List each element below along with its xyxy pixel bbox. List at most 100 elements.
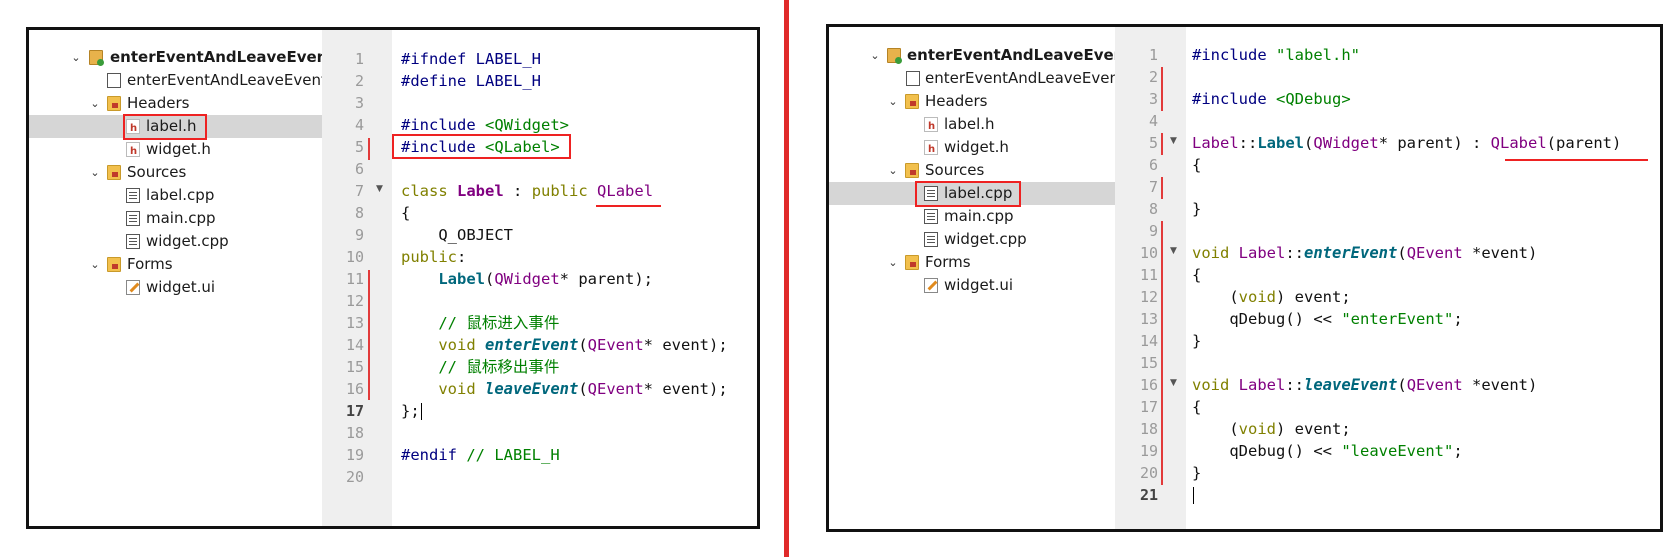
chevron-down-icon[interactable]: ⌄ xyxy=(90,97,100,110)
code-line-10: void Label::enterEvent(QEvent *event) xyxy=(1192,244,1538,262)
line-number: 4 xyxy=(1148,112,1158,130)
annotation-box-label-cpp xyxy=(915,181,1021,207)
folder-icon xyxy=(905,255,919,270)
fold-arrow-icon[interactable]: ▼ xyxy=(1170,136,1177,146)
tree-label: label.cpp xyxy=(146,186,215,204)
pro-file-icon xyxy=(906,71,920,86)
chevron-down-icon[interactable]: ⌄ xyxy=(71,51,81,64)
tree-item-sources[interactable]: ⌄ Sources xyxy=(29,161,322,184)
line-number-current: 17 xyxy=(345,402,364,420)
code-editor[interactable]: #include "label.h" #include <QDebug> Lab… xyxy=(1192,27,1660,529)
line-number: 14 xyxy=(1139,332,1158,350)
chevron-down-icon[interactable]: ⌄ xyxy=(870,49,880,62)
line-number: 1 xyxy=(1148,46,1158,64)
code-line-6: { xyxy=(1192,156,1202,174)
code-line-13: // 鼠标进入事件 xyxy=(401,314,560,332)
tree-item-headers[interactable]: ⌄ Headers xyxy=(829,90,1115,113)
project-icon xyxy=(89,50,104,66)
code-line-5: #include <QLabel> xyxy=(401,138,560,156)
tree-item-headers[interactable]: ⌄ Headers xyxy=(29,92,322,115)
tree-label: enterEventAndLeaveEvent xyxy=(110,48,322,66)
tree-label: Forms xyxy=(925,253,971,271)
code-line-17: }; xyxy=(401,402,422,420)
code-line-1: #ifndef LABEL_H xyxy=(401,50,541,68)
code-line-12: (void) event; xyxy=(1229,288,1351,306)
annotation-underline-qlabel xyxy=(596,205,661,207)
code-line-7: class Label : public QLabel xyxy=(401,182,654,200)
line-number: 7 xyxy=(1148,178,1158,196)
cpp-file-icon xyxy=(126,211,140,226)
tree-item-forms[interactable]: ⌄ Forms xyxy=(829,251,1115,274)
header-file-icon xyxy=(924,115,938,136)
ui-file-icon xyxy=(126,280,140,295)
chevron-down-icon[interactable]: ⌄ xyxy=(90,258,100,271)
code-line-16: void leaveEvent(QEvent* event); xyxy=(438,380,728,398)
annotation-box-label-h xyxy=(123,114,207,140)
tree-item-pro-file[interactable]: enterEventAndLeaveEvent xyxy=(29,69,322,92)
chevron-down-icon[interactable]: ⌄ xyxy=(90,166,100,179)
tree-item-project[interactable]: ⌄ enterEventAndLeaveEvent xyxy=(829,44,1115,67)
line-number: 20 xyxy=(345,468,364,486)
tree-item-widget-ui[interactable]: widget.ui xyxy=(829,274,1115,297)
tree-item-main-cpp[interactable]: main.cpp xyxy=(29,207,322,230)
chevron-down-icon[interactable]: ⌄ xyxy=(888,164,898,177)
tree-label: Sources xyxy=(925,161,985,179)
line-number: 8 xyxy=(1148,200,1158,218)
chevron-down-icon[interactable]: ⌄ xyxy=(888,256,898,269)
change-marker xyxy=(368,270,370,400)
line-number: 6 xyxy=(354,160,364,178)
line-number: 12 xyxy=(1139,288,1158,306)
code-line-14: } xyxy=(1192,332,1202,350)
project-icon xyxy=(887,48,902,64)
code-line-17: { xyxy=(1192,398,1202,416)
tree-item-widget-h[interactable]: widget.h xyxy=(29,138,322,161)
tree-item-label-cpp[interactable]: label.cpp xyxy=(829,182,1115,205)
tree-item-widget-h[interactable]: widget.h xyxy=(829,136,1115,159)
chevron-down-icon[interactable]: ⌄ xyxy=(888,95,898,108)
line-number: 14 xyxy=(345,336,364,354)
code-line-19: #endif // LABEL_H xyxy=(401,446,560,464)
cpp-file-icon xyxy=(924,232,938,247)
tree-item-pro-file[interactable]: enterEventAndLeaveEvent xyxy=(829,67,1115,90)
header-file-icon xyxy=(126,140,140,161)
line-number: 3 xyxy=(1148,90,1158,108)
line-number: 10 xyxy=(345,248,364,266)
tree-label: widget.ui xyxy=(944,276,1014,294)
tree-label: widget.ui xyxy=(146,278,216,296)
code-editor[interactable]: #ifndef LABEL_H #define LABEL_H #include… xyxy=(401,30,757,526)
change-marker xyxy=(1161,177,1163,199)
tree-item-sources[interactable]: ⌄ Sources xyxy=(829,159,1115,182)
line-number: 5 xyxy=(354,138,364,156)
line-number: 2 xyxy=(1148,68,1158,86)
tree-item-forms[interactable]: ⌄ Forms xyxy=(29,253,322,276)
line-number: 16 xyxy=(345,380,364,398)
line-number: 4 xyxy=(354,116,364,134)
tree-item-label-cpp[interactable]: label.cpp xyxy=(29,184,322,207)
code-line-20: } xyxy=(1192,464,1202,482)
tree-item-widget-cpp[interactable]: widget.cpp xyxy=(829,228,1115,251)
line-number: 13 xyxy=(345,314,364,332)
tree-label: enterEventAndLeaveEvent xyxy=(907,46,1115,64)
right-screenshot-panel: ⌄ enterEventAndLeaveEvent enterEventAndL… xyxy=(826,24,1663,532)
fold-arrow-icon[interactable]: ▼ xyxy=(1170,246,1177,256)
code-line-11: { xyxy=(1192,266,1202,284)
fold-arrow-icon[interactable]: ▼ xyxy=(1170,378,1177,388)
line-number: 12 xyxy=(345,292,364,310)
tree-label: enterEventAndLeaveEvent xyxy=(925,69,1115,87)
tree-item-label-h[interactable]: label.h xyxy=(29,115,322,138)
tree-label: Headers xyxy=(127,94,190,112)
code-line-18: (void) event; xyxy=(1229,420,1351,438)
tree-item-widget-cpp[interactable]: widget.cpp xyxy=(29,230,322,253)
tree-item-widget-ui[interactable]: widget.ui xyxy=(29,276,322,299)
tree-label: label.h xyxy=(146,117,197,135)
tree-item-main-cpp[interactable]: main.cpp xyxy=(829,205,1115,228)
fold-arrow-icon[interactable]: ▼ xyxy=(376,184,383,194)
code-line-8: { xyxy=(401,204,411,222)
tree-label: Headers xyxy=(925,92,988,110)
code-line-13: qDebug() << "enterEvent"; xyxy=(1229,310,1463,328)
tree-item-label-h[interactable]: label.h xyxy=(829,113,1115,136)
tree-item-project[interactable]: ⌄ enterEventAndLeaveEvent xyxy=(29,46,322,69)
line-number-current: 21 xyxy=(1139,486,1158,504)
tree-label: Forms xyxy=(127,255,173,273)
line-number: 10 xyxy=(1139,244,1158,262)
